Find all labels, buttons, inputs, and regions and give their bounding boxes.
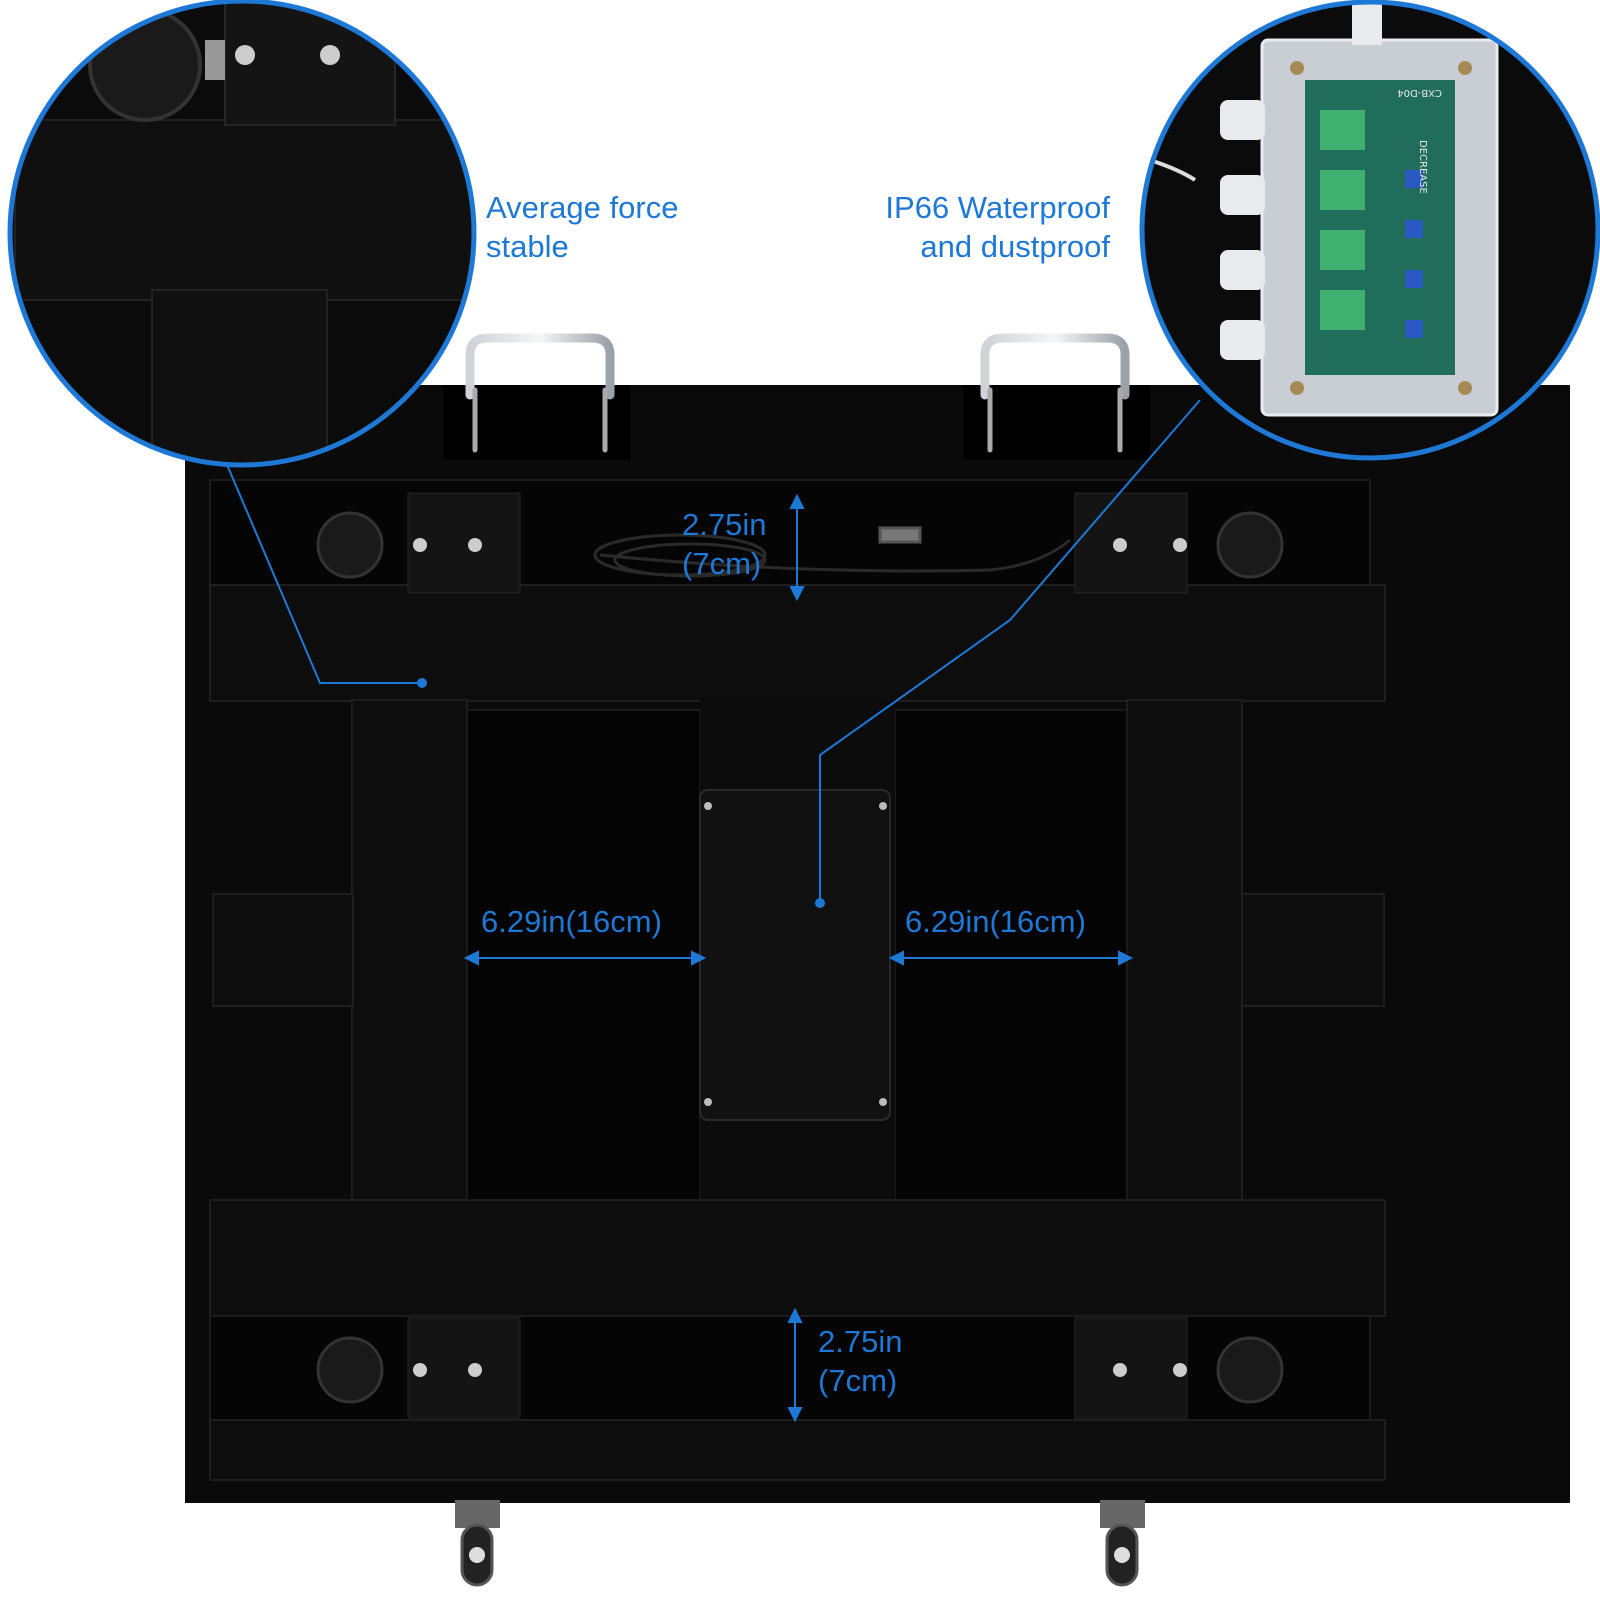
dimension-left-width: 6.29in(16cm) — [481, 902, 662, 941]
board-text: DECREASE — [1417, 140, 1428, 194]
dimension-top-gap-cm: (7cm) — [682, 546, 762, 581]
zoom-circle-right: CXB-D04 DECREASE — [1139, 0, 1600, 461]
dimension-bottom-gap: 2.75in (7cm) — [818, 1322, 902, 1400]
carry-handles — [465, 333, 1130, 453]
callout-average-force: Average force stable — [486, 188, 678, 266]
callout-average-force-line1: Average force — [486, 190, 679, 225]
leveling-feet — [316, 492, 1284, 1419]
dimension-bottom-gap-cm: (7cm) — [818, 1363, 898, 1398]
callout-leaders — [224, 399, 1201, 908]
dimension-arrows — [463, 493, 1134, 1423]
dimension-right-width-text: 6.29in(16cm) — [905, 904, 1086, 939]
dimension-top-gap: 2.75in (7cm) — [682, 505, 766, 583]
callout-average-force-line2: stable — [486, 229, 569, 264]
caster-wheels — [455, 1500, 1145, 1587]
dimension-left-width-text: 6.29in(16cm) — [481, 904, 662, 939]
callout-ip66-line1: IP66 Waterproof — [885, 190, 1110, 225]
signal-cable — [593, 526, 1071, 578]
callout-ip66-line2: and dustproof — [920, 229, 1110, 264]
dimension-right-width: 6.29in(16cm) — [905, 902, 1086, 941]
dimension-bottom-gap-inches: 2.75in — [818, 1324, 903, 1359]
board-label: CXB-D04 — [1397, 87, 1442, 98]
callout-ip66: IP66 Waterproof and dustproof — [850, 188, 1110, 266]
dimension-top-gap-inches: 2.75in — [682, 507, 767, 542]
